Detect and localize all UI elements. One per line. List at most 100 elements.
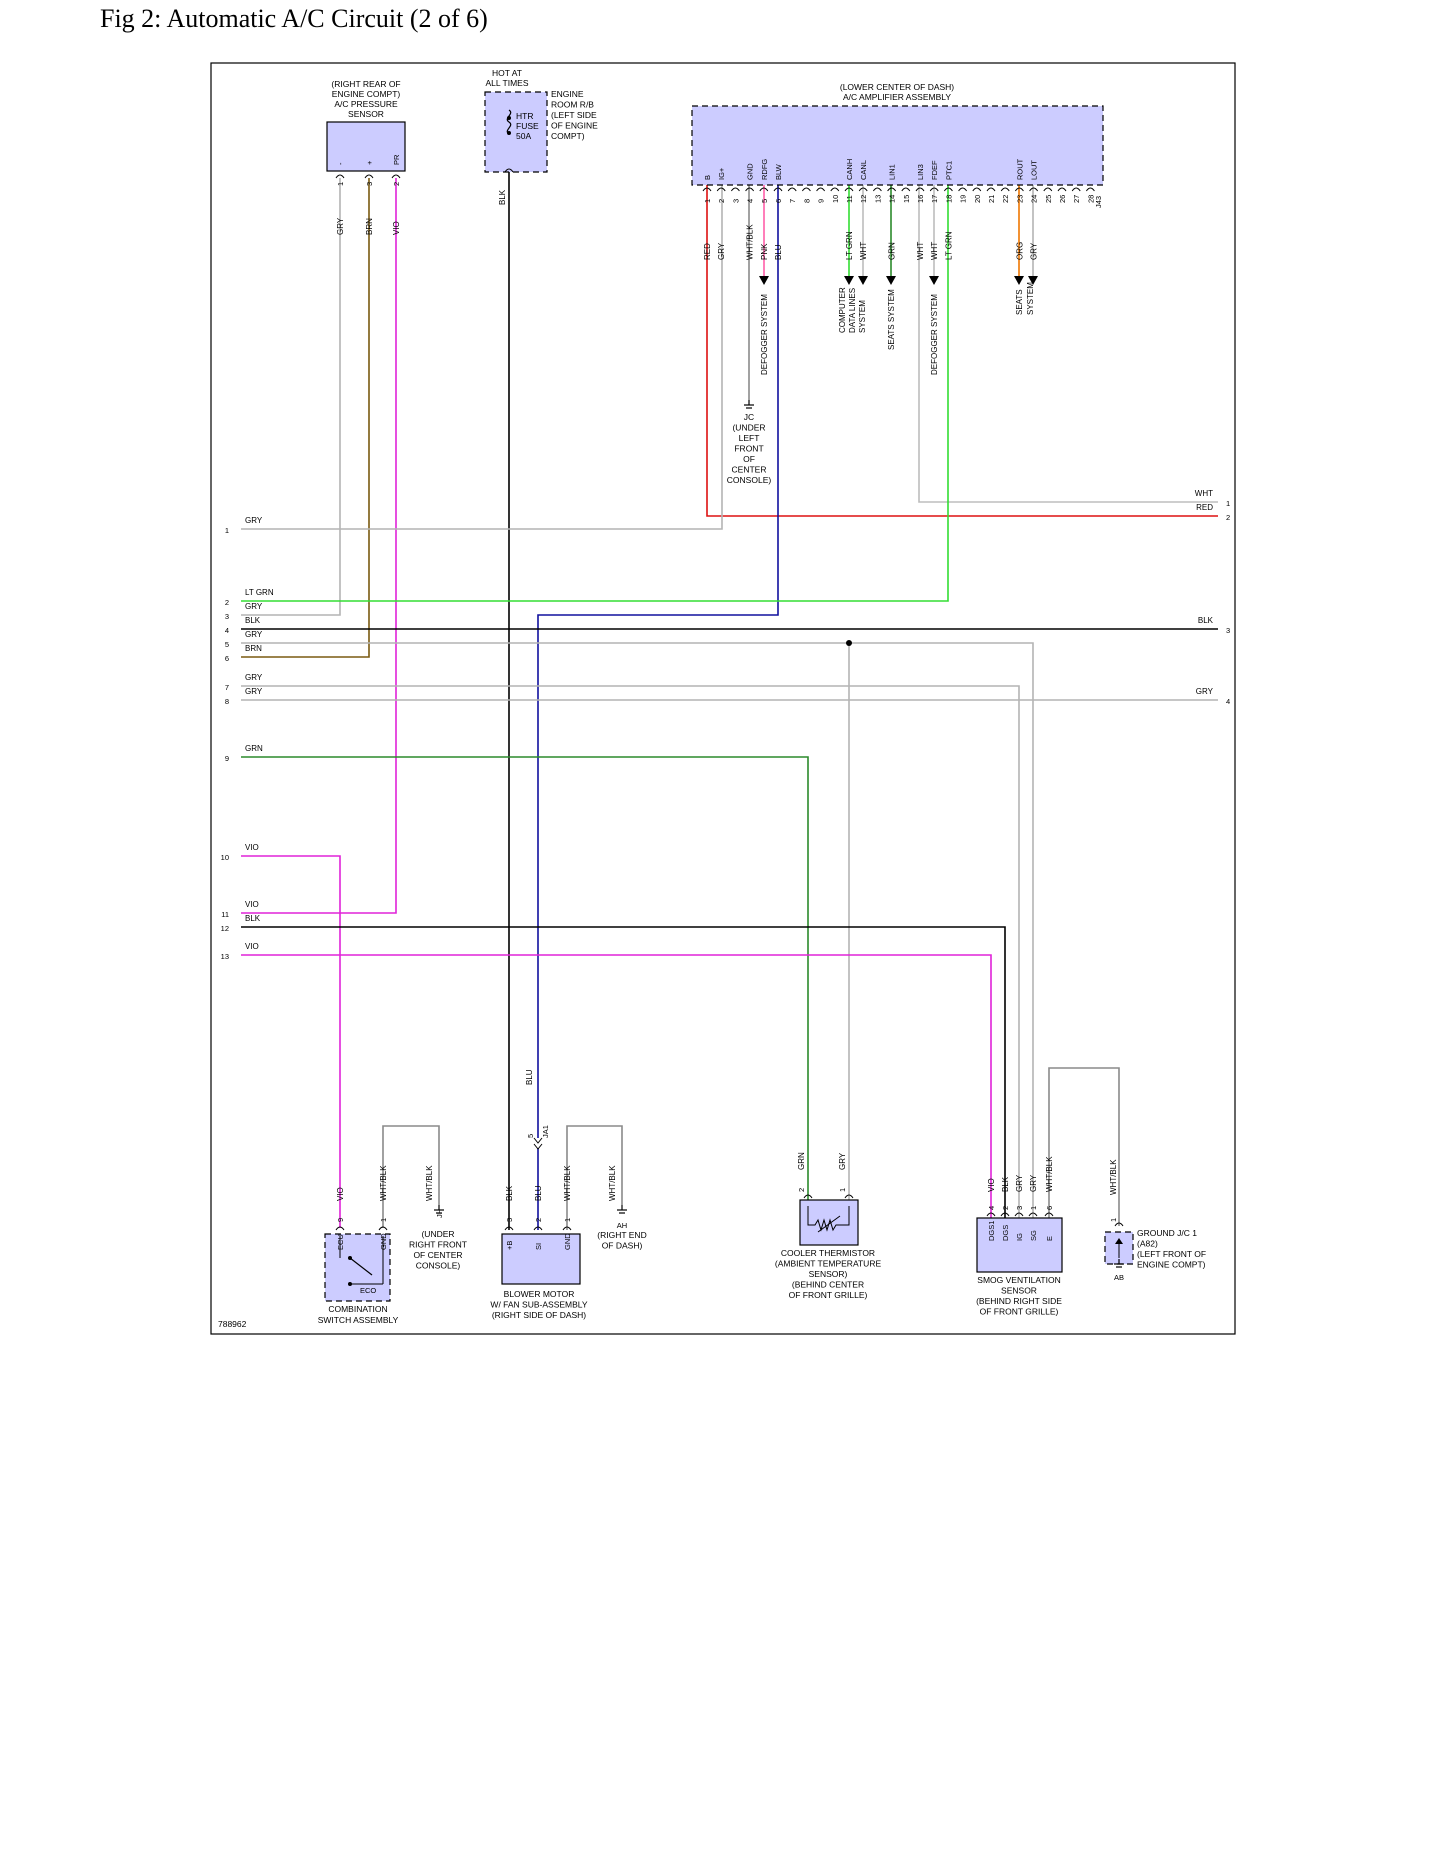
connector-pin [1014, 187, 1024, 192]
pin-number: 8 [802, 199, 811, 203]
wire-brn-pressure [241, 178, 370, 658]
wire-color-label: GRY [336, 217, 345, 235]
connector-pin [986, 187, 996, 192]
connector-pin [986, 1212, 996, 1217]
component-label: ENGINE [551, 89, 584, 99]
pin-number: 1 [703, 199, 712, 203]
wire-color-label: WHT/BLK [379, 1165, 388, 1201]
pin-name: LOUT [1030, 160, 1039, 180]
wire-color-label: WHT [930, 242, 939, 260]
connector-pin [730, 187, 740, 192]
connector-pin [1000, 1212, 1010, 1217]
component-label: LEFT [739, 433, 760, 443]
connector-pin [364, 174, 374, 179]
component-label: (UNDER [732, 423, 765, 433]
component-label: OF DASH) [602, 1241, 643, 1251]
left-connection-color: LT GRN [245, 588, 274, 597]
pin-number: 2 [534, 1218, 543, 1222]
connector-pin [887, 187, 897, 192]
pin-number: 1 [838, 1188, 847, 1192]
component-label: (RIGHT REAR OF [331, 79, 400, 89]
pin-name: FDEF [930, 160, 939, 180]
right-connection-color: BLK [1198, 616, 1214, 625]
component-label: OF CENTER [413, 1250, 462, 1260]
pin-number: 4 [987, 1206, 996, 1210]
destination-label: SYSTEM [1026, 282, 1035, 315]
pin-number: 15 [902, 195, 911, 203]
wire-color-label: BLK [1001, 1176, 1010, 1192]
pin-name: CANL [859, 160, 868, 180]
pin-number: 28 [1086, 195, 1095, 203]
pin-name: SI [534, 1243, 543, 1250]
pin-number: 2 [797, 1188, 806, 1192]
connector-pin [504, 168, 514, 173]
wire-vio-smog [241, 954, 992, 1218]
component-label: OF FRONT GRILLE) [980, 1307, 1059, 1317]
pin-name: + [365, 160, 374, 165]
left-connection-color: GRN [245, 744, 263, 753]
connector-pin [801, 187, 811, 192]
component-label: OF [743, 454, 755, 464]
component-label: HOT AT [492, 68, 522, 78]
left-connection-color: BLK [245, 914, 261, 923]
wire-whtblk-blower-ground [566, 1125, 623, 1230]
pin-name: PTC1 [944, 161, 953, 180]
connector-pin [716, 187, 726, 192]
left-connection-number: 9 [225, 754, 229, 763]
wire-blu-blw [537, 185, 779, 1138]
connector-pin [1000, 187, 1010, 192]
pin-number: 26 [1058, 195, 1067, 203]
wire-color-label: LT GRN [944, 231, 953, 260]
component-label: JC [744, 412, 754, 422]
wire-color-label: WHT [916, 242, 925, 260]
fuse-box [484, 91, 548, 173]
component-label: HTR [516, 111, 533, 121]
pin-number: 1 [563, 1218, 572, 1222]
ground-id: AB [1114, 1273, 1124, 1282]
pin-number: 3 [1015, 1206, 1024, 1210]
left-connection-number: 12 [221, 924, 229, 933]
component-label: (LEFT SIDE [551, 110, 597, 120]
component-label: COMPT) [551, 131, 585, 141]
arrow-icon [759, 276, 769, 285]
pin-number: 13 [873, 195, 882, 203]
left-connection-number: 1 [225, 526, 229, 535]
wire-whtblk-smog-ground [1048, 1067, 1120, 1226]
pin-number: 9 [336, 1218, 345, 1222]
combination-switch-body [324, 1233, 391, 1302]
component-label: GROUND J/C 1 [1137, 1228, 1197, 1238]
destination-label: DEFOGGER SYSTEM [930, 294, 939, 375]
wire-color-label: GRN [888, 242, 897, 260]
component-label: (LEFT FRONT OF [1137, 1249, 1206, 1259]
connector-pin [759, 187, 769, 192]
left-connection-color: BLK [245, 616, 261, 625]
arrow-icon [929, 276, 939, 285]
arrow-icon [858, 276, 868, 285]
component-label: FUSE [516, 121, 539, 131]
component-label: A/C AMPLIFIER ASSEMBLY [843, 92, 951, 102]
connector-pin [943, 187, 953, 192]
wire-color-label: BLK [505, 1185, 514, 1201]
wire-color-label: WHT/BLK [1045, 1156, 1054, 1192]
pin-name: IG [1015, 1233, 1024, 1241]
wire-gry-bus7 [241, 685, 1020, 1218]
pin-name: IG+ [717, 167, 726, 180]
connector-pin [1014, 1212, 1024, 1217]
pin-name: - [336, 162, 345, 165]
connector-pin [915, 187, 925, 192]
component-label: SENSOR) [809, 1269, 848, 1279]
component-label: RIGHT FRONT [409, 1240, 467, 1250]
pin-number: 22 [1001, 195, 1010, 203]
page-title: Fig 2: Automatic A/C Circuit (2 of 6) [100, 4, 488, 33]
wire-color-label: LT GRN [845, 231, 854, 260]
pin-number: 3 [505, 1218, 514, 1222]
connector-pin [1057, 187, 1067, 192]
amplifier-body [691, 105, 1104, 186]
pin-number: 18 [944, 195, 953, 203]
left-connection-color: VIO [245, 843, 259, 852]
wire-vio-pressure [241, 178, 397, 914]
component-label: CENTER [732, 465, 767, 475]
pin-number: 3 [365, 182, 374, 186]
ground-jc1-icon [1115, 1238, 1123, 1244]
